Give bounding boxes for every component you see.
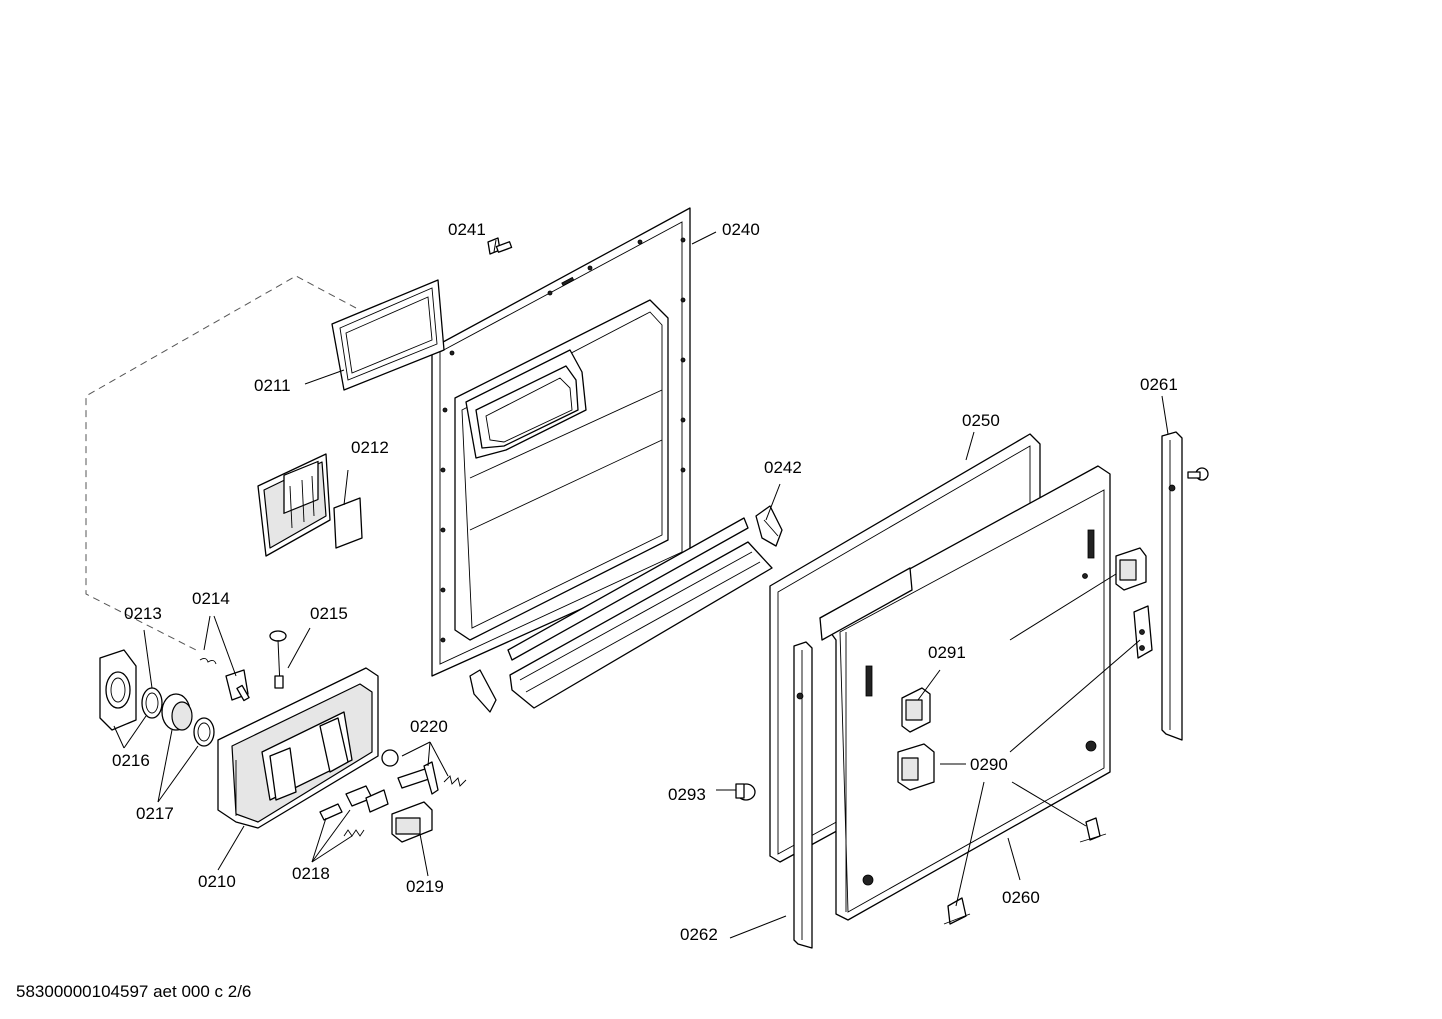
label-0219: 0219 bbox=[406, 877, 444, 896]
part-0217-valve bbox=[161, 693, 215, 747]
part-0261-screw bbox=[1187, 467, 1209, 481]
label-0242: 0242 bbox=[764, 458, 802, 477]
part-labels: 0241 0240 0211 0212 0242 0250 0261 0214 … bbox=[112, 220, 1178, 944]
label-0291: 0291 bbox=[928, 643, 966, 662]
label-0216: 0216 bbox=[112, 751, 150, 770]
part-0240-lower-hinge bbox=[469, 669, 497, 713]
part-0213-cap bbox=[99, 649, 137, 731]
part-0261-side-strip bbox=[1161, 431, 1183, 741]
label-0213: 0213 bbox=[124, 604, 162, 623]
part-0211-gasket bbox=[331, 279, 445, 391]
label-0217: 0217 bbox=[136, 804, 174, 823]
leader-lines bbox=[113, 231, 1169, 939]
part-0241-screw bbox=[487, 237, 513, 255]
document-id-footer: 58300000104597 aet 000 c 2/6 bbox=[16, 982, 251, 1001]
label-0261: 0261 bbox=[1140, 375, 1178, 394]
part-0220-parts bbox=[381, 749, 467, 795]
label-0218: 0218 bbox=[292, 864, 330, 883]
part-0260-front-panel bbox=[819, 465, 1111, 921]
part-0240-seal-strips bbox=[507, 517, 773, 709]
label-0211: 0211 bbox=[254, 376, 291, 395]
part-0216-ring bbox=[141, 687, 163, 719]
label-0262: 0262 bbox=[680, 925, 718, 944]
part-0214-lever bbox=[199, 657, 250, 702]
part-0219-switch bbox=[391, 801, 433, 843]
part-0210-dispenser bbox=[217, 667, 379, 829]
label-0290: 0290 bbox=[970, 755, 1008, 774]
part-0240-inner-door bbox=[431, 207, 691, 677]
part-0291-latch bbox=[901, 687, 931, 733]
label-0293: 0293 bbox=[668, 785, 706, 804]
label-0214: 0214 bbox=[192, 589, 230, 608]
label-0240: 0240 bbox=[722, 220, 760, 239]
part-0218-clips bbox=[319, 785, 389, 837]
label-0250: 0250 bbox=[962, 411, 1000, 430]
label-0260: 0260 bbox=[1002, 888, 1040, 907]
label-0215: 0215 bbox=[310, 604, 348, 623]
part-0215-pin bbox=[269, 630, 287, 689]
part-0293-cap bbox=[735, 783, 756, 801]
part-0212-housing bbox=[257, 453, 363, 557]
part-0242-clip bbox=[755, 505, 783, 547]
label-0220: 0220 bbox=[410, 717, 448, 736]
label-0212: 0212 bbox=[351, 438, 389, 457]
label-0241: 0241 bbox=[448, 220, 486, 239]
part-0262-side-strip bbox=[793, 641, 813, 949]
label-0210: 0210 bbox=[198, 872, 236, 891]
